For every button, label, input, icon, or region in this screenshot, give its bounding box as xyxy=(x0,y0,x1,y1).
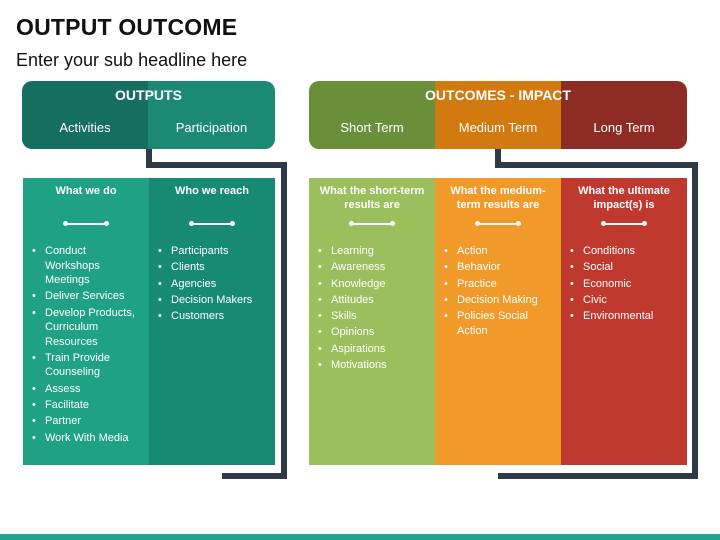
outcomes-header-long-term: Long Term xyxy=(561,81,687,149)
medium-term-column: What the medium-term results are ActionB… xyxy=(435,178,561,465)
list-item: Work With Media xyxy=(32,431,139,446)
outputs-header-title: OUTPUTS xyxy=(115,87,182,103)
outcomes-header-short-term: Short Term xyxy=(309,81,435,149)
list-item: Agencies xyxy=(158,277,265,292)
outputs-connector-horizontal-top xyxy=(146,162,287,168)
outcomes-connector-horizontal-bottom xyxy=(498,473,698,479)
outcomes-connector-vertical-top xyxy=(495,148,501,168)
list-item: Conditions xyxy=(570,244,677,259)
medium-term-label: Medium Term xyxy=(458,120,538,135)
outcomes-header: Short Term Medium Term Long Term OUTCOME… xyxy=(309,81,687,149)
list-item: Civic xyxy=(570,293,677,308)
outputs-header: Activities Participation OUTPUTS xyxy=(22,81,275,149)
activities-heading: What we do xyxy=(55,185,117,197)
list-item: Aspirations xyxy=(318,342,425,357)
list-item: Awareness xyxy=(318,260,425,275)
divider-dots xyxy=(63,218,109,230)
list-item: Environmental xyxy=(570,309,677,324)
list-item: Attitudes xyxy=(318,293,425,308)
list-item: Train Provide Counseling xyxy=(32,351,139,380)
medium-term-heading: What the medium-term results are xyxy=(450,185,546,211)
list-item: Decision Makers xyxy=(158,293,265,308)
list-item: Assess xyxy=(32,382,139,397)
page-title: OUTPUT OUTCOME xyxy=(16,14,238,40)
list-item: Decision Making xyxy=(444,293,551,308)
activities-column: What we do Conduct Workshops MeetingsDel… xyxy=(23,178,149,465)
list-item: Participants xyxy=(158,244,265,259)
list-item: Policies Social Action xyxy=(444,309,551,338)
outputs-connector-horizontal-bottom xyxy=(222,473,287,479)
divider-dots xyxy=(475,218,521,230)
list-item: Behavior xyxy=(444,260,551,275)
list-item: Economic xyxy=(570,277,677,292)
footer-bar xyxy=(0,534,720,540)
outcomes-connector-horizontal-top xyxy=(495,162,698,168)
outputs-connector-vertical-right xyxy=(281,162,287,479)
outcomes-header-title: OUTCOMES - IMPACT xyxy=(425,87,571,103)
outputs-connector-vertical-top xyxy=(146,148,152,168)
divider-dots xyxy=(601,218,647,230)
list-item: Learning xyxy=(318,244,425,259)
participation-heading: Who we reach xyxy=(175,185,249,197)
outputs-header-participation: Participation xyxy=(148,81,275,149)
list-item: Skills xyxy=(318,309,425,324)
list-item: Social xyxy=(570,260,677,275)
participation-label: Participation xyxy=(175,120,248,135)
list-item: Clients xyxy=(158,260,265,275)
short-term-heading: What the short-term results are xyxy=(319,185,425,211)
long-term-list: ConditionsSocialEconomicCivicEnvironment… xyxy=(567,244,681,324)
participation-list: ParticipantsClientsAgenciesDecision Make… xyxy=(155,244,269,324)
list-item: Practice xyxy=(444,277,551,292)
list-item: Opinions xyxy=(318,325,425,340)
short-term-list: LearningAwarenessKnowledgeAttitudesSkill… xyxy=(315,244,429,373)
list-item: Deliver Services xyxy=(32,289,139,304)
list-item: Customers xyxy=(158,309,265,324)
list-item: Action xyxy=(444,244,551,259)
medium-term-list: ActionBehaviorPracticeDecision MakingPol… xyxy=(441,244,555,338)
participation-column: Who we reach ParticipantsClientsAgencies… xyxy=(149,178,275,465)
long-term-label: Long Term xyxy=(593,120,655,135)
list-item: Motivations xyxy=(318,358,425,373)
list-item: Knowledge xyxy=(318,277,425,292)
divider-dots xyxy=(189,218,235,230)
long-term-heading: What the ultimate impact(s) is xyxy=(578,185,670,211)
outcomes-connector-vertical-right xyxy=(692,162,698,479)
divider-dots xyxy=(349,218,395,230)
outcomes-header-medium-term: Medium Term xyxy=(435,81,561,149)
short-term-label: Short Term xyxy=(340,120,404,135)
list-item: Develop Products, Curriculum Resources xyxy=(32,306,139,350)
list-item: Partner xyxy=(32,414,139,429)
outputs-header-activities: Activities xyxy=(22,81,148,149)
page-subtitle: Enter your sub headline here xyxy=(16,50,248,70)
list-item: Conduct Workshops Meetings xyxy=(32,244,139,288)
long-term-column: What the ultimate impact(s) is Condition… xyxy=(561,178,687,465)
activities-list: Conduct Workshops MeetingsDeliver Servic… xyxy=(29,244,143,445)
activities-label: Activities xyxy=(59,120,111,135)
short-term-column: What the short-term results are Learning… xyxy=(309,178,435,465)
list-item: Facilitate xyxy=(32,398,139,413)
